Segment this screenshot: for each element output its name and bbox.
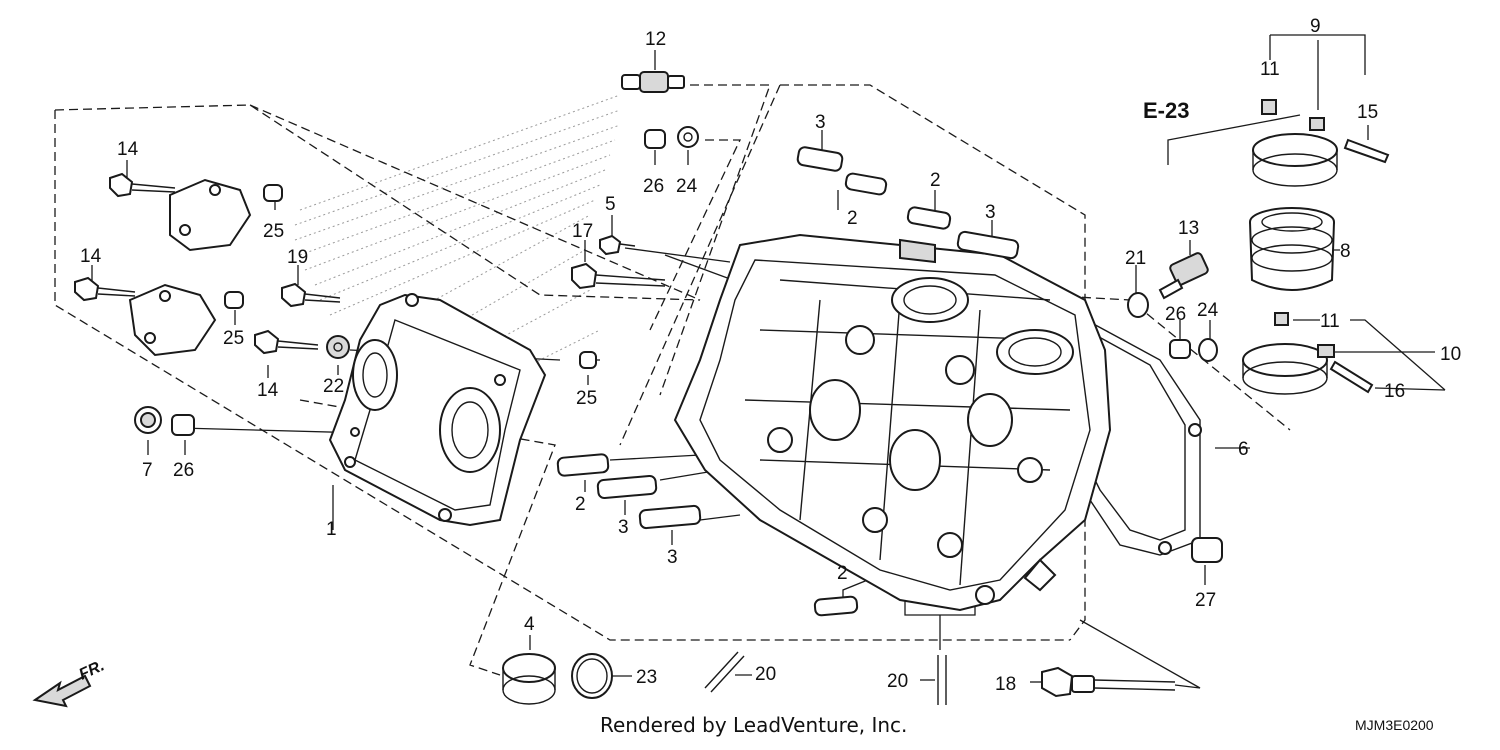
front-direction-arrow: FR. (32, 657, 108, 708)
callout-25-top: 25 (263, 221, 284, 242)
callout-14-mid: 14 (80, 246, 102, 267)
callout-13: 13 (1178, 218, 1199, 239)
callout-23: 23 (636, 667, 657, 688)
part-9-clamp (1252, 99, 1390, 187)
callout-3-left-b: 3 (667, 547, 678, 568)
callout-17: 17 (572, 221, 593, 242)
callout-26-top: 26 (643, 176, 664, 197)
callout-24-top: 24 (676, 176, 698, 197)
callout-6: 6 (1238, 439, 1249, 460)
callout-24-right: 24 (1197, 300, 1219, 321)
direction-label: FR. (77, 657, 108, 683)
callout-3-left-a: 3 (618, 517, 629, 538)
callout-11-top: 11 (1260, 59, 1280, 80)
callout-15: 15 (1357, 102, 1378, 123)
hardware-bolts-and-dowels (74, 126, 1223, 705)
callout-21: 21 (1125, 248, 1146, 269)
callout-10: 10 (1440, 344, 1461, 365)
callout-labels: 12 9 11 15 E-23 14 25 26 24 3 2 2 3 5 17… (80, 16, 1461, 695)
credit-text: Rendered by LeadVenture, Inc. (600, 713, 907, 737)
callout-2-top-a: 2 (930, 170, 941, 191)
callout-25-mid: 25 (223, 328, 244, 349)
callout-20-left: 20 (755, 664, 776, 685)
callout-20-bottom: 20 (887, 671, 908, 692)
callout-16: 16 (1384, 381, 1405, 402)
callout-2-left: 2 (575, 494, 586, 515)
reference-e23: E-23 (1143, 98, 1189, 123)
callout-26-left: 26 (173, 460, 194, 481)
diagram-code: MJM3E0200 (1355, 717, 1434, 733)
cylinder-head-casting (673, 233, 1112, 612)
callout-2-bottom: 2 (837, 563, 848, 584)
callout-7: 7 (142, 460, 153, 481)
callout-14-top: 14 (117, 139, 139, 160)
part-13-sensor (1158, 252, 1209, 300)
callout-26-right: 26 (1165, 304, 1186, 325)
part-12-switch (621, 71, 685, 93)
callout-25-low: 25 (576, 388, 597, 409)
callout-3-top-b: 3 (985, 202, 996, 223)
part-1-head-plate (328, 293, 547, 527)
callout-22: 22 (323, 376, 344, 397)
callout-5: 5 (605, 194, 616, 215)
part-10-clamp (1242, 312, 1374, 395)
callout-14-low: 14 (257, 380, 279, 401)
part-8-insulator (1249, 207, 1335, 291)
callout-27: 27 (1195, 590, 1216, 611)
callout-9: 9 (1310, 16, 1321, 37)
callout-3-top: 3 (815, 112, 826, 133)
callout-18: 18 (995, 674, 1016, 695)
callout-12: 12 (645, 29, 666, 50)
callout-8: 8 (1340, 241, 1351, 262)
callout-4: 4 (524, 614, 535, 635)
callout-19: 19 (287, 247, 308, 268)
callout-11-bottom: 11 (1320, 311, 1340, 332)
callout-2-top-b: 2 (847, 208, 858, 229)
callout-1: 1 (326, 519, 337, 540)
